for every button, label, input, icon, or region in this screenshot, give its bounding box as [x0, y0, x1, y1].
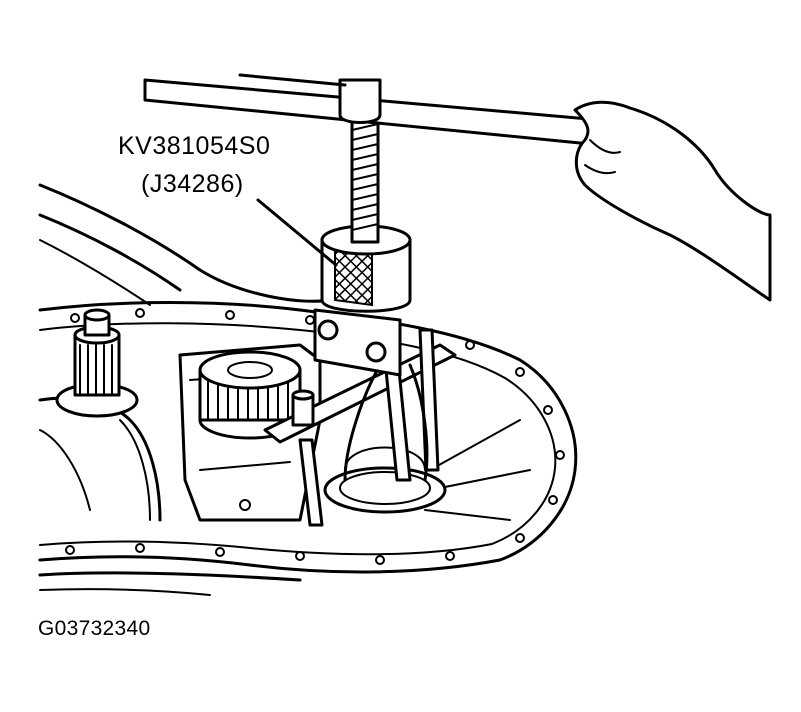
forcing-screw	[350, 108, 380, 244]
flange-bolts	[65, 308, 565, 565]
puller-legs	[298, 328, 440, 527]
figure-code: G03732340	[38, 617, 151, 640]
puller-yoke	[313, 308, 402, 377]
puller-body	[320, 224, 412, 313]
leader-line	[256, 198, 338, 267]
bearing-bore	[323, 446, 447, 514]
puller-crossbar	[263, 343, 457, 444]
input-shaft	[55, 308, 139, 418]
tool-alt-part-number: (J34286)	[141, 170, 244, 198]
tool-part-number: KV381054S0	[118, 132, 271, 160]
hand	[573, 100, 772, 302]
